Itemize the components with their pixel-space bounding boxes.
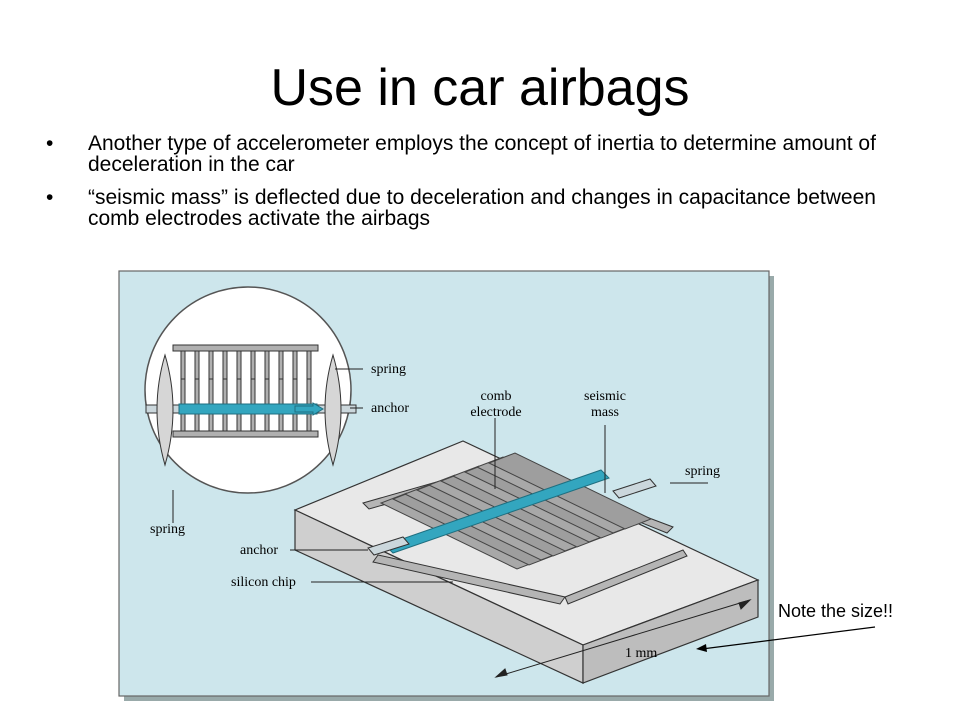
bullet-marker: • (46, 186, 54, 209)
label-spring-right: spring (685, 464, 720, 479)
anchor-block-left (367, 536, 410, 556)
label-spring-bottom: spring (150, 522, 185, 537)
size-note: Note the size!! (778, 601, 894, 621)
label-anchor-bottom: anchor (240, 543, 278, 558)
scale-arrow (494, 599, 752, 678)
label-mass: mass (591, 405, 619, 420)
label-anchor-top: anchor (371, 401, 409, 416)
label-seismic: seismic (584, 389, 626, 404)
bullet-list: • Another type of accelerometer employs … (46, 133, 926, 241)
bullet-text: “seismic mass” is deflected due to decel… (88, 186, 876, 230)
magnified-view (144, 286, 357, 494)
bullet-marker: • (46, 132, 54, 155)
accelerometer-diagram: spring anchor comb electrode seismic mas… (118, 270, 774, 701)
slide-title: Use in car airbags (270, 59, 690, 117)
bullet-item: • Another type of accelerometer employs … (46, 133, 926, 175)
label-spring-top: spring (371, 362, 406, 377)
bullet-text: Another type of accelerometer employs th… (88, 132, 876, 176)
anchor-block-right (612, 478, 657, 499)
label-comb: comb (480, 389, 511, 404)
label-electrode: electrode (470, 405, 521, 420)
label-scale: 1 mm (625, 646, 657, 661)
leader-lines (172, 368, 708, 583)
note-arrow (696, 626, 876, 652)
bullet-item: • “seismic mass” is deflected due to dec… (46, 187, 926, 229)
label-silicon-chip: silicon chip (231, 575, 296, 590)
